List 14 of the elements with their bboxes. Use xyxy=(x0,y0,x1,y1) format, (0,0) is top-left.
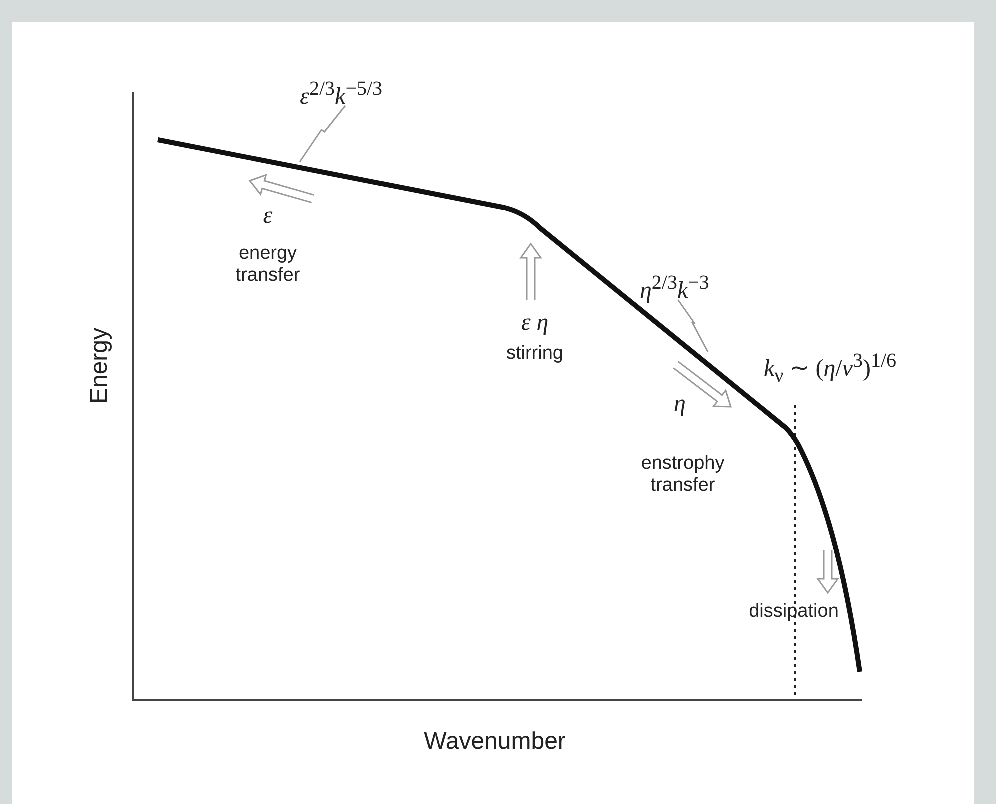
annotation-text: stirring xyxy=(505,343,564,365)
annotation-text: enstrophy transfer xyxy=(640,453,726,497)
leader-line xyxy=(678,300,709,352)
formula-label: ε$^{2/3}$k$^{−5/3}$ xyxy=(300,78,383,108)
annotation-text: energy transfer xyxy=(234,243,302,287)
formula-label: η$^{2/3}$k$^{−3}$ xyxy=(640,272,710,302)
leader-line xyxy=(299,106,346,162)
greek-symbol: ε η xyxy=(520,312,550,334)
greek-symbol: η xyxy=(673,393,687,415)
annotation-text: dissipation xyxy=(748,601,840,623)
greek-symbol: ε xyxy=(262,205,274,227)
formula-label: k$_{ν}$ ∼ (η/ν$^{3}$)$^{1/6}$ xyxy=(764,350,896,387)
axis-title: Wavenumber xyxy=(423,728,567,756)
axis-title: Energy xyxy=(86,326,114,406)
